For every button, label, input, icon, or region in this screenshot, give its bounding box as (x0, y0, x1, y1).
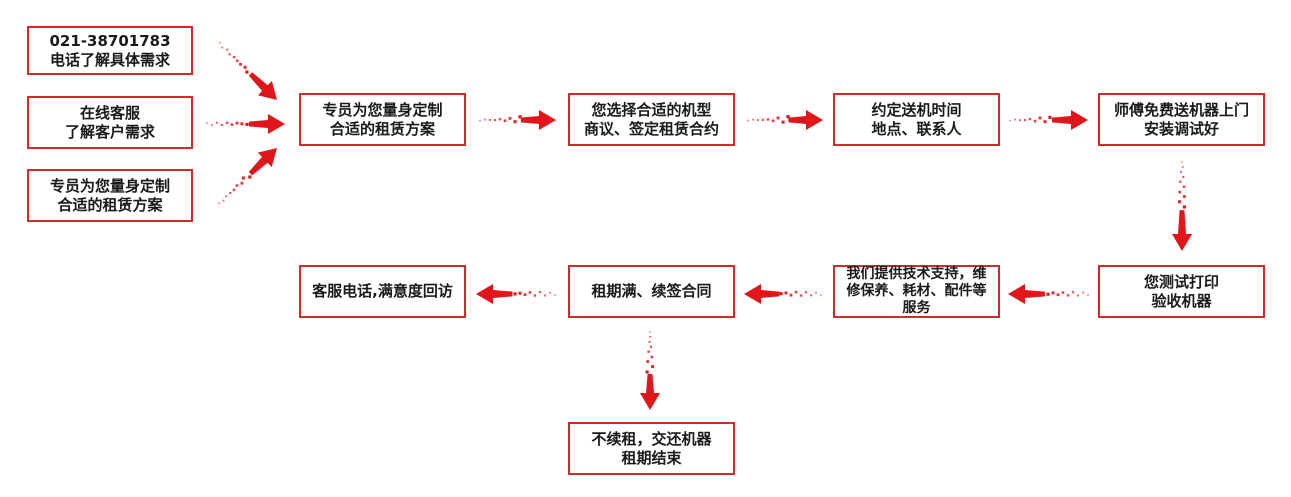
step-specialist-box: 专员为您量身定制 合适的租赁方案 (27, 169, 193, 222)
phone-number: 021-38701783 (49, 31, 171, 50)
step-install-box: 师傅免费送机器上门 安装调试好 (1098, 93, 1265, 146)
phone-label: 电话了解具体需求 (49, 50, 170, 69)
step-phone-box: 021-38701783 电话了解具体需求 (27, 26, 193, 75)
test-line2: 验收机器 (1151, 291, 1212, 310)
step-end-box: 不续租，交还机器 租期结束 (568, 422, 735, 475)
renew-line1: 租期满、续签合同 (591, 282, 712, 300)
specialist-line2: 合适的租赁方案 (57, 195, 163, 214)
support-line1: 我们提供技术支持，维 (846, 266, 987, 282)
support-line2: 修保养、耗材、配件等 (846, 283, 987, 299)
arrow-choose-to-schedule (747, 110, 823, 130)
specialist-line1: 专员为您量身定制 (49, 176, 170, 195)
arrow-renew-to-end (640, 331, 660, 410)
arrow-renew-to-followup (476, 284, 556, 304)
end-line2: 租期结束 (621, 448, 682, 467)
end-line1: 不续租，交还机器 (591, 429, 712, 448)
step-renew-box: 租期满、续签合同 (568, 265, 735, 318)
install-line1: 师傅免费送机器上门 (1113, 100, 1249, 119)
arrow-support-to-renew (744, 284, 822, 304)
plan-line2: 合适的租赁方案 (329, 119, 435, 138)
arrow-install-to-test (1172, 161, 1192, 251)
step-schedule-box: 约定送机时间 地点、联系人 (833, 93, 1000, 146)
install-line2: 安装调试好 (1143, 119, 1219, 138)
arrow-phone-to-plan (219, 41, 277, 100)
plan-line1: 专员为您量身定制 (322, 100, 443, 119)
choose-line2: 商议、签定租赁合约 (583, 119, 719, 138)
arrow-schedule-to-install (1009, 110, 1088, 130)
support-line3: 服务 (902, 300, 931, 316)
test-line1: 您测试打印 (1143, 272, 1219, 291)
online-line2: 了解客户需求 (64, 122, 155, 141)
step-choose-box: 您选择合适的机型 商议、签定租赁合约 (568, 93, 735, 146)
arrow-test-to-support (1008, 284, 1089, 304)
step-followup-box: 客服电话,满意度回访 (299, 265, 466, 318)
step-online-box: 在线客服 了解客户需求 (27, 96, 193, 149)
choose-line1: 您选择合适的机型 (591, 100, 712, 119)
followup-line1: 客服电话,满意度回访 (312, 282, 453, 300)
step-support-box: 我们提供技术支持，维 修保养、耗材、配件等 服务 (833, 265, 1000, 318)
schedule-line2: 地点、联系人 (871, 119, 962, 138)
online-line1: 在线客服 (79, 103, 140, 122)
arrow-plan-to-choose (479, 110, 556, 130)
schedule-line1: 约定送机时间 (871, 100, 962, 119)
arrow-online-to-plan (206, 114, 285, 134)
step-test-box: 您测试打印 验收机器 (1098, 265, 1265, 318)
step-plan-box: 专员为您量身定制 合适的租赁方案 (299, 93, 466, 146)
arrow-specialist-to-plan (218, 148, 277, 204)
